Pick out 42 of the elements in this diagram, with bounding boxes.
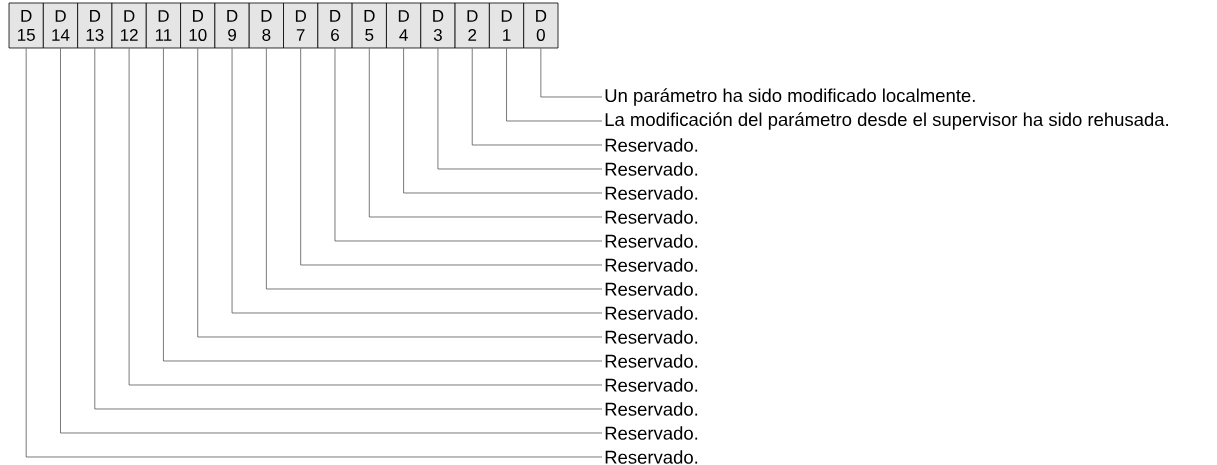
bit-cell: D 11	[145, 2, 181, 49]
bit-description: Reservado.	[605, 162, 698, 176]
bit-description: Reservado.	[605, 402, 698, 416]
bit-cell: D 2	[454, 2, 490, 49]
bit-description: Reservado.	[605, 282, 698, 296]
bit-cell: D 9	[214, 2, 250, 49]
bit-cell: D 6	[317, 2, 353, 49]
bit-description: Reservado.	[605, 330, 698, 344]
bit-description: Reservado.	[605, 426, 698, 440]
bit-cell: D 5	[351, 2, 387, 49]
bit-description: Reservado.	[605, 306, 698, 320]
connector-line	[334, 48, 603, 242]
connector-line	[471, 48, 603, 146]
bit-cell: D 8	[248, 2, 284, 49]
connector-line	[506, 48, 603, 122]
bit-description: Reservado.	[605, 354, 698, 368]
bit-cell: D 4	[386, 2, 422, 49]
bit-cell: D 13	[77, 2, 113, 49]
bit-cell: D 1	[489, 2, 525, 49]
bit-description: Reservado.	[605, 258, 698, 272]
bit-cell: D 12	[111, 2, 147, 49]
bit-description: La modificación del parámetro desde el supervisor ha sido rehusada.	[605, 112, 1168, 130]
connector-line	[266, 48, 603, 290]
connector-line	[403, 48, 603, 194]
bit-cell: D 7	[283, 2, 319, 49]
connector-line	[300, 48, 603, 266]
connector-line	[437, 48, 603, 170]
bit-cell: D 3	[420, 2, 456, 49]
connector-line	[540, 48, 603, 98]
bit-cell: D 10	[180, 2, 216, 49]
bit-cell: D 14	[42, 2, 79, 49]
bit-description: Reservado.	[605, 234, 698, 248]
bit-description: Reservado.	[605, 450, 698, 464]
bit-description: Reservado.	[605, 186, 698, 200]
bit-cell: D 15	[8, 2, 44, 49]
bit-description: Reservado.	[605, 378, 698, 392]
connector-line	[368, 48, 603, 218]
bit-description: Reservado.	[605, 138, 698, 152]
connector-line	[231, 48, 603, 314]
bit-description: Reservado.	[605, 210, 698, 224]
bit-description: Un parámetro ha sido modificado localmente.	[605, 88, 975, 106]
bit-cell: D 0	[523, 2, 559, 49]
